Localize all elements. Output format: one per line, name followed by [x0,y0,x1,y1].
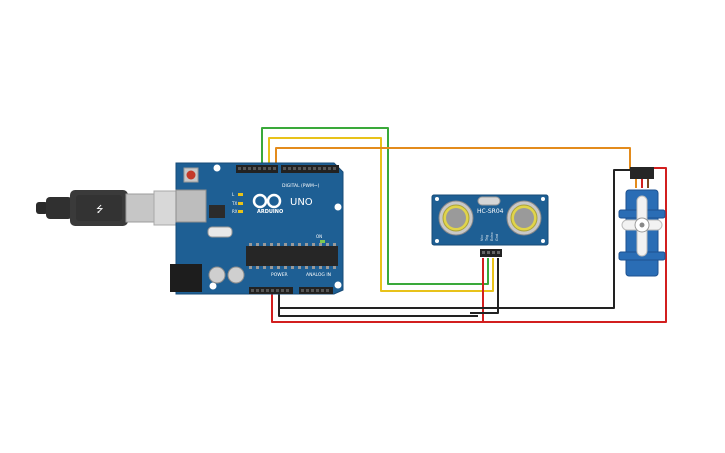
sensor-pin-label-trig: Trig [485,235,489,242]
sensor-model: HC-SR04 [477,208,504,215]
usb-symbol: ⭍ [96,204,104,215]
wire-orange[interactable] [275,147,631,172]
arduino-model: UNO [290,197,313,208]
servo-motor[interactable] [618,167,666,277]
digital-header[interactable] [236,165,339,173]
l-led-label: L [232,192,235,197]
arduino-uno-board[interactable]: DIGITAL (PWM~) L TX RX ARDUINO UNO ON [170,162,344,295]
analog-header[interactable] [299,287,333,294]
power-header[interactable] [249,287,293,294]
sensor-pin-header[interactable] [480,249,502,257]
tx-led-label: TX [231,201,237,206]
digital-header-label: DIGITAL (PWM~) [282,183,320,189]
analog-label: ANALOG IN [306,272,331,278]
hc-sr04-sensor[interactable]: HC-SR04 Vcc Trig Echo Gnd [431,194,549,257]
servo-horn-icon [621,195,663,257]
power-label: POWER [271,272,288,278]
on-led [320,240,325,243]
wire-green[interactable] [261,127,489,285]
sensor-pin-label-gnd: Gnd [495,234,499,241]
atmega-chip [246,243,338,269]
rx-led-label: RX [232,209,238,214]
power-jack[interactable] [170,264,202,292]
arduino-logo-icon [252,193,282,209]
on-led-label: ON [316,234,322,239]
wires [261,127,667,323]
tx-led [238,202,243,205]
servo-connector[interactable] [630,167,654,179]
arduino-brand: ARDUINO [257,209,283,215]
crystal [207,226,233,238]
reset-button[interactable] [183,167,199,183]
usb-cable[interactable]: ⭍ [36,190,177,226]
wire-yellow[interactable] [268,137,494,292]
l-led [238,193,243,196]
usb-chip [209,205,225,218]
receiver-icon [506,200,542,236]
capacitor [227,266,245,284]
rx-led [238,210,243,213]
capacitor [208,266,226,284]
transmitter-icon [438,200,474,236]
sensor-pin-label-echo: Echo [490,233,494,242]
sensor-pin-label-vcc: Vcc [480,235,484,241]
